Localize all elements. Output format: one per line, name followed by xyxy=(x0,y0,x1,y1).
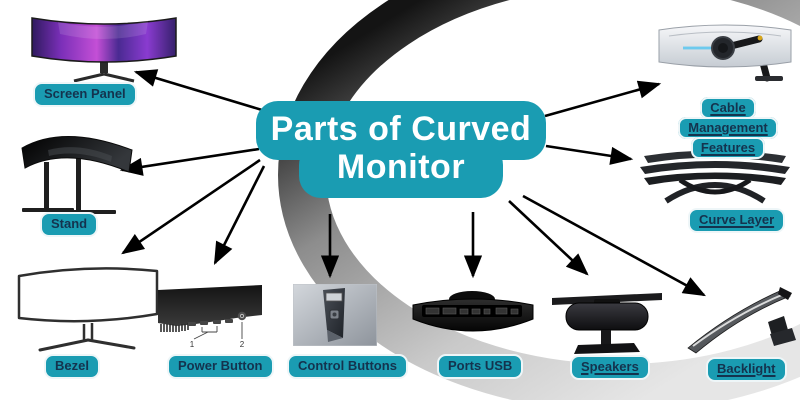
arrow-to-backlight xyxy=(522,194,706,297)
arrow-to-power-button xyxy=(213,165,266,266)
arrow-to-cable-management xyxy=(544,80,662,118)
label-power-button: Power Button xyxy=(167,354,274,379)
label-control-buttons: Control Buttons xyxy=(287,354,408,379)
label-cable-management: Cable Management Features xyxy=(665,97,791,160)
arrow-to-curve-layer xyxy=(545,144,634,165)
label-backlight: Backlight xyxy=(706,357,787,382)
cable-management-image xyxy=(658,24,792,82)
arrow-to-stand xyxy=(119,147,260,176)
bezel-image xyxy=(17,267,159,352)
title-box: Parts of Curved Monitor xyxy=(256,101,546,198)
power-button-image: 1 2 xyxy=(158,285,262,349)
title-line-2: Monitor xyxy=(299,143,503,198)
callout-2: 2 xyxy=(240,340,245,349)
ports-usb-image xyxy=(412,291,534,332)
label-screen-panel: Screen Panel xyxy=(33,82,137,107)
stand-image xyxy=(21,136,133,214)
speakers-image xyxy=(552,293,662,354)
arrow-to-speakers xyxy=(508,200,589,276)
screen-panel-image xyxy=(31,17,177,83)
control-buttons-image xyxy=(293,284,377,346)
label-speakers: Speakers xyxy=(570,355,650,380)
backlight-image xyxy=(687,287,796,354)
callout-1: 1 xyxy=(190,340,195,349)
arrow-to-screen-panel xyxy=(133,69,273,115)
label-stand: Stand xyxy=(40,212,99,237)
label-curve-layer: Curve Layer xyxy=(688,208,786,233)
label-bezel: Bezel xyxy=(44,354,100,379)
arrow-to-bezel xyxy=(121,158,261,255)
label-ports-usb: Ports USB xyxy=(437,354,524,379)
